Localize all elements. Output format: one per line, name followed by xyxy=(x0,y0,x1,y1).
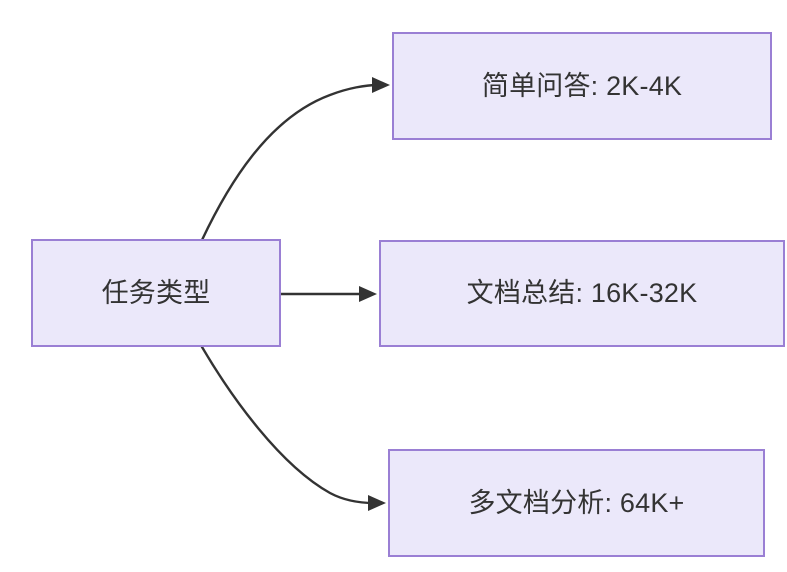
node-task-type[interactable]: 任务类型 xyxy=(31,239,281,347)
node-task-type-label: 任务类型 xyxy=(101,277,211,308)
node-multi-doc[interactable]: 多文档分析: 64K+ xyxy=(388,449,765,557)
edge-root-to-doc-summary-arrowhead xyxy=(359,286,377,302)
edge-root-to-multi-doc-path xyxy=(200,345,376,505)
node-simple-qa-label: 简单问答: 2K-4K xyxy=(481,70,683,101)
node-doc-summary[interactable]: 文档总结: 16K-32K xyxy=(379,240,785,347)
edge-root-to-multi-doc xyxy=(200,345,386,511)
node-simple-qa[interactable]: 简单问答: 2K-4K xyxy=(392,32,772,140)
node-doc-summary-label: 文档总结: 16K-32K xyxy=(466,278,698,309)
edge-root-to-simple-qa-arrowhead xyxy=(372,77,390,93)
node-multi-doc-label: 多文档分析: 64K+ xyxy=(468,487,685,518)
edge-root-to-simple-qa xyxy=(200,77,390,242)
edge-root-to-doc-summary xyxy=(279,286,377,302)
edge-root-to-simple-qa-path xyxy=(200,83,380,242)
edge-root-to-multi-doc-arrowhead xyxy=(368,495,386,511)
